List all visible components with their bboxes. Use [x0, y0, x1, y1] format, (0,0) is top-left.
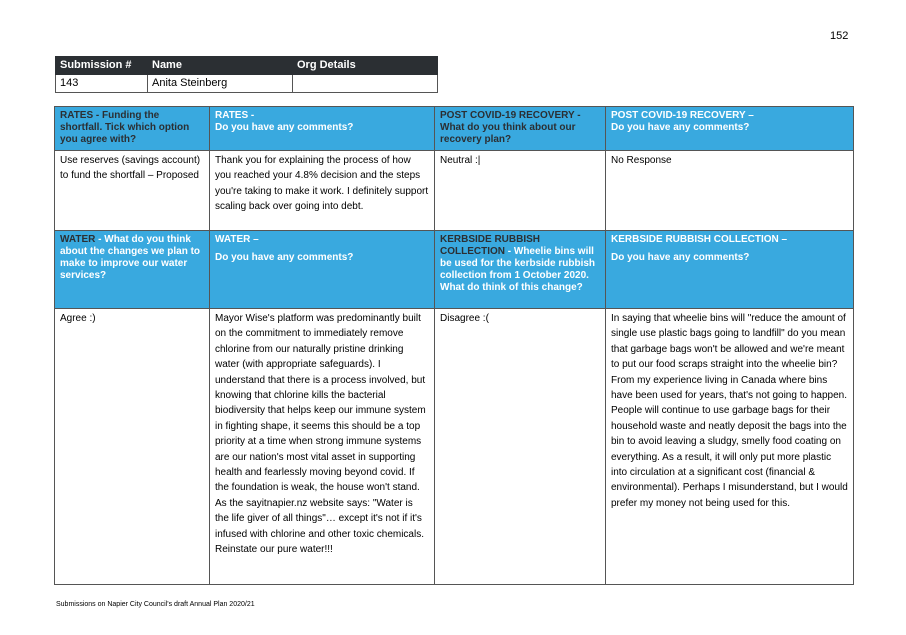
page-number: 152 [830, 30, 849, 42]
name-header: Name [147, 56, 293, 75]
submission-number-value: 143 [55, 74, 148, 93]
name-value: Anita Steinberg [147, 74, 293, 93]
org-details-value [292, 74, 438, 93]
rates-response-row: Use reserves (savings account) to fund t… [54, 150, 854, 231]
submission-table: Submission # Name Org Details 143 Anita … [55, 56, 438, 93]
kerbside-header: KERBSIDE RUBBISH COLLECTION - Wheelie bi… [434, 230, 606, 309]
page-footer: Submissions on Napier City Council's dra… [56, 601, 255, 608]
rates-funding-header: RATES - Funding the shortfall. Tick whic… [54, 106, 210, 151]
water-comments-header: WATER –Do you have any comments? [209, 230, 435, 309]
water-header: WATER - What do you think about the chan… [54, 230, 210, 309]
submission-number-header: Submission # [55, 56, 148, 75]
water-comments-response: Mayor Wise's platform was predominantly … [209, 308, 435, 585]
org-details-header: Org Details [292, 56, 438, 75]
covid-recovery-response: Neutral :| [434, 150, 606, 231]
rates-header-row: RATES - Funding the shortfall. Tick whic… [54, 106, 854, 151]
rates-comments-response: Thank you for explaining the process of … [209, 150, 435, 231]
kerbside-response: Disagree :( [434, 308, 606, 585]
water-response: Agree :) [54, 308, 210, 585]
rates-funding-response: Use reserves (savings account) to fund t… [54, 150, 210, 231]
covid-recovery-header: POST COVID-19 RECOVERY - What do you thi… [434, 106, 606, 151]
submission-header-row: Submission # Name Org Details [55, 56, 438, 75]
covid-comments-response: No Response [605, 150, 854, 231]
water-response-row: Agree :) Mayor Wise's platform was predo… [54, 308, 854, 585]
responses-table: RATES - Funding the shortfall. Tick whic… [54, 106, 854, 585]
submission-value-row: 143 Anita Steinberg [55, 74, 438, 93]
covid-comments-header: POST COVID-19 RECOVERY –Do you have any … [605, 106, 854, 151]
kerbside-comments-header: KERBSIDE RUBBISH COLLECTION –Do you have… [605, 230, 854, 309]
water-header-row: WATER - What do you think about the chan… [54, 230, 854, 309]
kerbside-comments-response: In saying that wheelie bins will "reduce… [605, 308, 854, 585]
rates-comments-header: RATES -Do you have any comments? [209, 106, 435, 151]
